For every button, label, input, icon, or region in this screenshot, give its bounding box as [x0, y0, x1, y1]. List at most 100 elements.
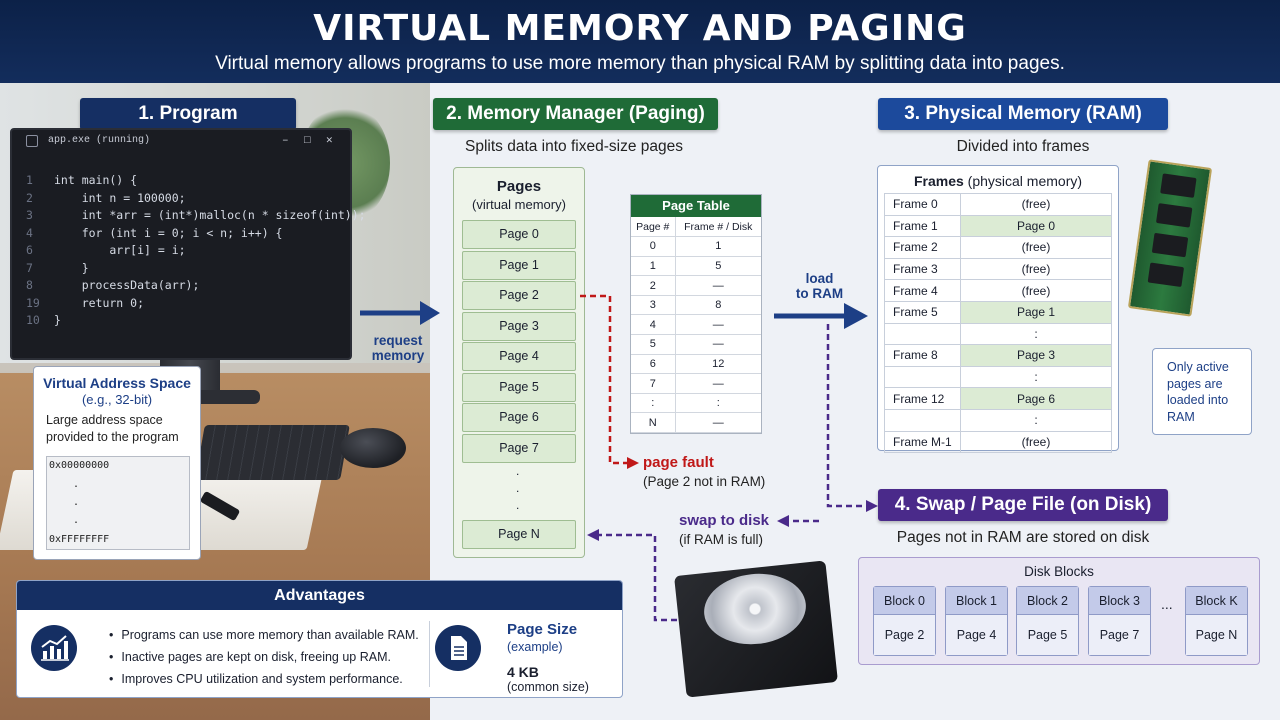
- address-end: 0xFFFFFFFF: [49, 534, 110, 545]
- code-line: 7 }: [26, 260, 366, 278]
- vas-title: Virtual Address Space: [43, 375, 191, 391]
- code-line: 8 processData(arr);: [26, 277, 366, 295]
- frame-value: Page 6: [960, 387, 1112, 410]
- address-start: 0x00000000: [49, 460, 110, 471]
- frame-row: :: [884, 365, 1112, 389]
- page-item: Page 7: [462, 433, 576, 463]
- frame-label: Frame 8: [884, 344, 961, 367]
- pages-title: Pages: [496, 178, 542, 195]
- line-number: 4: [26, 225, 33, 240]
- code-text: return 0;: [54, 295, 145, 310]
- page-number-cell: :: [631, 393, 676, 414]
- frame-cell: —: [675, 314, 761, 336]
- swap-to-disk-arrowhead: [777, 515, 819, 527]
- frame-label: Frame 12: [884, 387, 961, 410]
- physical-memory-subtitle: Divided into frames: [956, 138, 1090, 155]
- address-range-box: 0x00000000 . . . 0xFFFFFFFF: [46, 456, 190, 550]
- virtual-address-space-card: Virtual Address Space (e.g., 32-bit) Lar…: [33, 366, 201, 560]
- ram-stick-image: [1127, 159, 1213, 317]
- frame-label: Frame 1: [884, 214, 961, 238]
- frame-value: Page 1: [960, 300, 1112, 324]
- disk-to-pages-arrow: [587, 529, 677, 622]
- swap-link-arrow: [826, 324, 878, 512]
- frame-label: Frame 4: [884, 279, 961, 302]
- code-line: 4 for (int i = 0; i < n; i++) {: [26, 225, 366, 243]
- frame-value: Page 0: [960, 214, 1112, 238]
- advantage-item: Programs can use more memory than availa…: [109, 624, 418, 646]
- frame-value: (free): [960, 279, 1112, 302]
- line-number: 2: [26, 190, 33, 205]
- page-size-title: Page Size: [507, 621, 578, 638]
- request-label-line-1: request: [373, 333, 423, 348]
- page-table-row: 2—: [631, 275, 761, 296]
- address-dot: .: [73, 515, 80, 526]
- page-item: Page 1: [462, 250, 576, 280]
- frame-value: (free): [960, 430, 1112, 454]
- page-number-header: Page #: [631, 217, 676, 238]
- page-item: Page 3: [462, 311, 576, 341]
- page-size-heading: Page Size (example): [507, 621, 622, 655]
- frame-row: :: [884, 408, 1112, 432]
- line-number: 7: [26, 260, 33, 275]
- swap-subtitle: Pages not in RAM are stored on disk: [896, 529, 1150, 546]
- page-number-cell: 5: [631, 334, 676, 355]
- advantages-list: Programs can use more memory than availa…: [109, 624, 418, 690]
- blocks-ellipsis: ...: [1161, 596, 1173, 612]
- page-fault-note: (Page 2 not in RAM): [643, 474, 766, 489]
- page-size-info: Page Size (example) 4 KB (common size): [507, 621, 622, 694]
- frame-label: Frame 5: [884, 300, 961, 324]
- frame-row: Frame 2(free): [884, 236, 1112, 259]
- header: VIRTUAL MEMORY AND PAGING Virtual memory…: [0, 0, 1280, 83]
- load-label-line-1: load: [805, 271, 834, 286]
- page-item: Page 2: [462, 281, 576, 310]
- maximize-icon[interactable]: □: [304, 135, 311, 147]
- code-line: 6 arr[i] = i;: [26, 242, 366, 260]
- vas-description: Large address space provided to the prog…: [34, 412, 200, 446]
- chart-icon: [31, 625, 77, 671]
- vas-subtitle: (e.g., 32-bit): [81, 392, 153, 407]
- frames-subtitle: (physical memory): [967, 173, 1083, 189]
- page-fault-label: page fault: [643, 454, 714, 471]
- page-table-row: 5—: [631, 334, 761, 355]
- minimize-icon[interactable]: –: [282, 135, 289, 147]
- frame-value: :: [960, 365, 1112, 389]
- code-line: 2 int n = 100000;: [26, 190, 366, 208]
- frame-row: Frame 3(free): [884, 257, 1112, 281]
- frame-label: Frame 3: [884, 257, 961, 281]
- section-swap-banner: 4. Swap / Page File (on Disk): [878, 489, 1168, 521]
- advantages-title: Advantages: [17, 581, 622, 610]
- document-icon: [435, 625, 481, 671]
- line-number: 8: [26, 278, 33, 292]
- divider: [429, 621, 430, 687]
- frame-cell: :: [675, 393, 761, 414]
- frame-label: Frame 2: [884, 236, 961, 259]
- swap-to-disk-label: swap to disk: [679, 512, 770, 529]
- disk-blocks-title: Disk Blocks: [1024, 564, 1094, 579]
- page-number-cell: 6: [631, 354, 676, 375]
- close-icon[interactable]: ✕: [326, 135, 333, 147]
- frame-value: (free): [960, 193, 1112, 216]
- code-line: 19 return 0;: [26, 295, 366, 313]
- memory-manager-subtitle: Splits data into fixed-size pages: [465, 138, 683, 155]
- frames-heading: Frames (physical memory): [878, 173, 1118, 189]
- page-table-row: 7—: [631, 373, 761, 394]
- page-item: Page 4: [462, 342, 576, 371]
- frame-row: :: [884, 322, 1112, 346]
- frame-row: Frame 4(free): [884, 279, 1112, 302]
- page-number-cell: N: [631, 412, 676, 434]
- keyboard-image: [195, 425, 350, 480]
- page-table-row: 4—: [631, 314, 761, 336]
- code-text: arr[i] = i;: [54, 243, 186, 257]
